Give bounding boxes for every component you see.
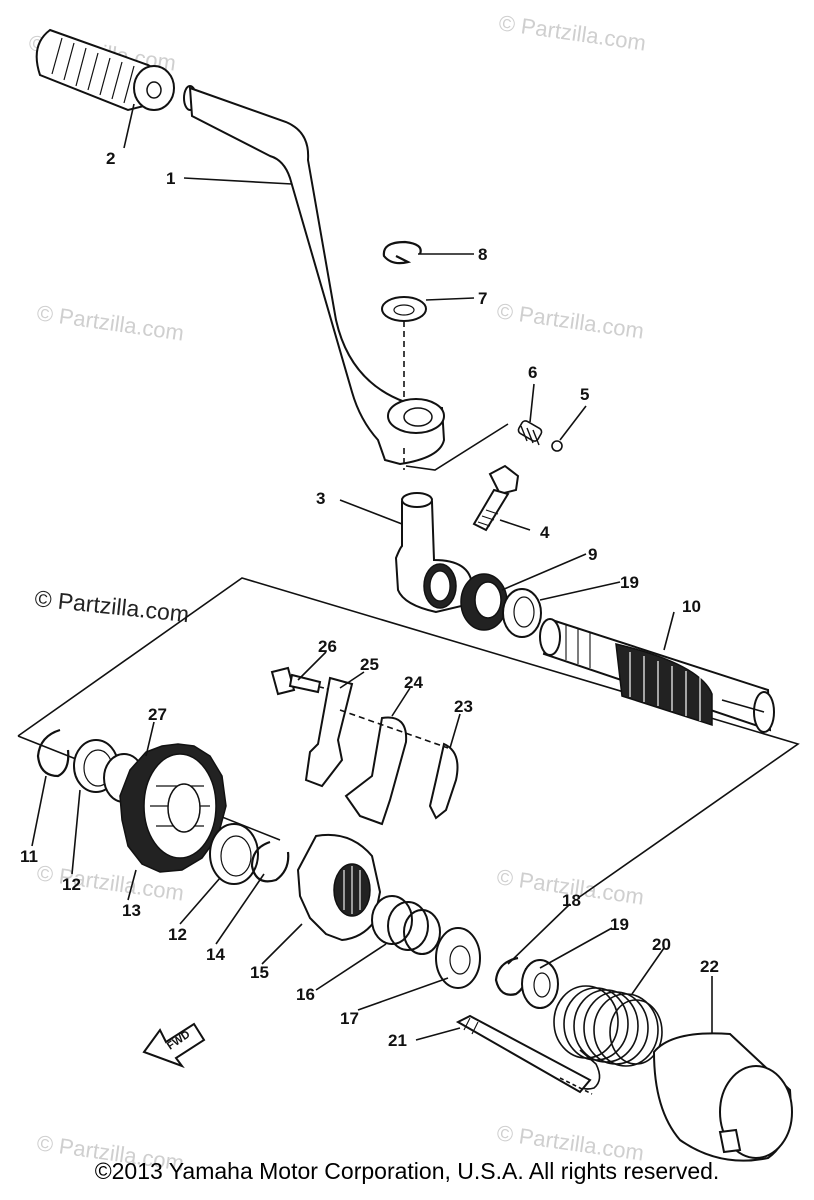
oil-seal xyxy=(460,573,508,631)
callout-24: 24 xyxy=(404,673,423,692)
callout-25: 25 xyxy=(360,655,379,674)
ratchet-spring xyxy=(371,895,441,955)
spring-and-ball xyxy=(405,420,563,471)
callout-8: 8 xyxy=(478,245,487,264)
callout-18: 18 xyxy=(562,891,581,910)
kick-axle xyxy=(539,618,775,733)
grip xyxy=(35,28,197,112)
callouts: 2 1 8 7 6 5 3 4 9 19 10 26 25 24 23 27 1… xyxy=(20,149,719,1050)
callout-20: 20 xyxy=(652,935,671,954)
spring-clip xyxy=(428,742,459,820)
callout-16: 16 xyxy=(296,985,315,1004)
kick-lever xyxy=(188,86,446,470)
callout-4: 4 xyxy=(540,523,550,542)
callout-12-upper: 12 xyxy=(62,875,81,894)
watermark-main: © Partzilla.com xyxy=(33,585,190,627)
circlip-11 xyxy=(36,728,70,778)
callout-3: 3 xyxy=(316,489,325,508)
watermark: © Partzilla.com xyxy=(35,300,185,345)
callout-19-lower: 19 xyxy=(610,915,629,934)
watermark: © Partzilla.com xyxy=(497,10,647,55)
washer-17 xyxy=(435,927,481,989)
stopper-plate xyxy=(304,676,354,788)
callout-15: 15 xyxy=(250,963,269,982)
forward-arrow-icon: FWD xyxy=(142,1022,206,1069)
leader-lines xyxy=(31,103,713,1041)
callout-12-lower: 12 xyxy=(168,925,187,944)
ratchet xyxy=(296,833,382,942)
callout-19-upper: 19 xyxy=(620,573,639,592)
callout-5: 5 xyxy=(580,385,589,404)
callout-22: 22 xyxy=(700,957,719,976)
guide xyxy=(344,716,408,826)
callout-23: 23 xyxy=(454,697,473,716)
watermarks: © Partzilla.com © Partzilla.com © Partzi… xyxy=(27,10,647,1175)
callout-7: 7 xyxy=(478,289,487,308)
callout-6: 6 xyxy=(528,363,537,382)
bolt xyxy=(472,464,520,532)
callout-2: 2 xyxy=(106,149,115,168)
callout-14: 14 xyxy=(206,945,225,964)
callout-26: 26 xyxy=(318,637,337,656)
callout-17: 17 xyxy=(340,1009,359,1028)
small-bolt xyxy=(270,666,341,696)
washer xyxy=(381,296,427,322)
copyright-notice: ©2013 Yamaha Motor Corporation, U.S.A. A… xyxy=(94,1158,720,1184)
callout-13: 13 xyxy=(122,901,141,920)
cover xyxy=(652,1032,793,1162)
callout-11: 11 xyxy=(20,847,38,866)
watermark: © Partzilla.com xyxy=(495,298,645,343)
washer-19-lower xyxy=(521,959,559,1009)
callout-27: 27 xyxy=(148,705,167,724)
washer-upper xyxy=(502,588,542,638)
circlip xyxy=(382,240,422,265)
callout-21: 21 xyxy=(388,1031,407,1050)
washer-12-lower xyxy=(209,823,259,885)
kick-crank-boss xyxy=(394,492,474,614)
callout-1: 1 xyxy=(166,169,175,188)
callout-10: 10 xyxy=(682,597,701,616)
pin xyxy=(455,1014,593,1095)
kick-gear xyxy=(119,743,227,873)
callout-9: 9 xyxy=(588,545,597,564)
